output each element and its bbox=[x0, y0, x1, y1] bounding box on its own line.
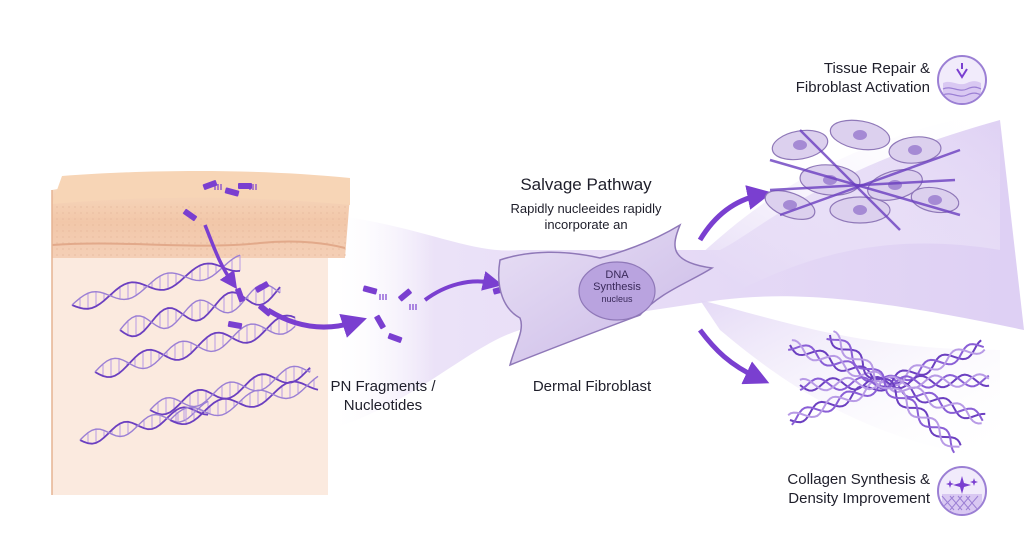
nucleotide-fragment bbox=[254, 281, 270, 293]
tissue-fibroblast-nucleus bbox=[908, 145, 922, 155]
collagen-label-line1: Collagen Synthesis & bbox=[787, 471, 930, 488]
collagen-fiber-line bbox=[769, 158, 961, 217]
nucleotide-fragment bbox=[224, 187, 240, 197]
dna-backbone bbox=[119, 286, 281, 338]
nucleotide-fragment bbox=[387, 333, 403, 343]
dna-backbone bbox=[119, 283, 281, 331]
dna-backbone bbox=[79, 400, 209, 441]
tissue-fibroblast-nucleus bbox=[853, 205, 867, 215]
collagen-helix bbox=[826, 330, 962, 454]
fibroblast-network bbox=[764, 119, 961, 231]
dna-backbone bbox=[94, 314, 296, 378]
collagen-fiber-line bbox=[799, 129, 901, 231]
collagen-strand bbox=[787, 348, 986, 418]
tissue-fibroblast-nucleus bbox=[888, 180, 902, 190]
arrow-into-skin bbox=[203, 224, 238, 290]
collagen-strand bbox=[832, 330, 960, 448]
tissue-fibroblast-nucleus bbox=[928, 195, 942, 205]
collagen-strand bbox=[829, 334, 962, 446]
pn-fragments-label-line1: PN Fragments / bbox=[330, 378, 436, 395]
collagen-strand bbox=[799, 373, 990, 392]
skin-texture bbox=[52, 205, 348, 257]
tissue-repair-label-line1: Tissue Repair & bbox=[823, 60, 930, 77]
dna-backbone bbox=[169, 380, 319, 426]
dna-synthesis-label: DNA Synthesis nucleus bbox=[580, 269, 654, 305]
nucleotide-fragment bbox=[238, 183, 252, 189]
collagen-sparkle-icon bbox=[937, 466, 987, 516]
salvage-pathway-title: Salvage Pathway bbox=[520, 175, 652, 194]
collagen-sparkle-icon-graphic bbox=[941, 476, 982, 514]
dermal-fibroblast-cell bbox=[498, 223, 715, 367]
dna-label-line3: nucleus bbox=[601, 294, 633, 304]
nucleotide-fragment bbox=[182, 208, 198, 222]
stratum-corneum bbox=[52, 171, 350, 205]
dermis-dna-strands bbox=[71, 254, 319, 445]
dna-backbone bbox=[169, 375, 319, 421]
collagen-fibers bbox=[787, 330, 990, 454]
fibroblast-nucleus bbox=[578, 261, 656, 321]
skin-repair-icon bbox=[937, 55, 987, 105]
dna-backbone bbox=[71, 254, 241, 306]
collagen-fiber-line bbox=[769, 178, 956, 192]
collagen-label-line2: Density Improvement bbox=[788, 490, 930, 507]
dna-backbone bbox=[149, 365, 311, 411]
skin-cross-section bbox=[51, 171, 350, 495]
basal-line bbox=[51, 240, 346, 249]
arrow-to-fragments bbox=[266, 307, 367, 338]
salvage-description-line2: incorporate an bbox=[544, 217, 628, 232]
nucleotide-fragment bbox=[227, 320, 243, 330]
collagen-fiber-line bbox=[779, 148, 961, 217]
arrow-to-tissue-repair bbox=[697, 185, 773, 242]
dna-backbone bbox=[94, 323, 296, 373]
lower-flow-branch bbox=[700, 300, 1000, 460]
nucleotide-fragment bbox=[202, 180, 218, 190]
tissue-repair-label-line2: Fibroblast Activation bbox=[795, 79, 930, 96]
dna-label-line1: DNA bbox=[605, 269, 629, 281]
dermal-fibroblast-label: Dermal Fibroblast bbox=[532, 378, 652, 395]
dna-backbone bbox=[71, 262, 241, 310]
tissue-fibroblast-nucleus bbox=[783, 200, 797, 210]
collagen-strand bbox=[799, 374, 990, 392]
tissue-fibroblast-nucleus bbox=[793, 140, 807, 150]
arrow-to-fibroblast bbox=[423, 271, 503, 302]
dermis-layer bbox=[52, 258, 328, 495]
nucleotide-fragment bbox=[374, 314, 386, 330]
nucleotide-fragment bbox=[362, 285, 378, 295]
pn-fragments-label-line2: Nucleotides bbox=[343, 397, 423, 414]
salvage-description-line1: Rapidly nucleeides rapidly bbox=[510, 201, 662, 216]
nucleotide-fragment bbox=[235, 287, 245, 303]
tissue-fibroblast-nucleus bbox=[853, 130, 867, 140]
dna-label-line2: Synthesis bbox=[593, 281, 641, 293]
skin-repair-icon-graphic bbox=[942, 63, 982, 103]
arrow-to-collagen bbox=[698, 328, 770, 385]
dna-backbone bbox=[149, 367, 311, 416]
nucleotide-fragment bbox=[398, 288, 412, 302]
